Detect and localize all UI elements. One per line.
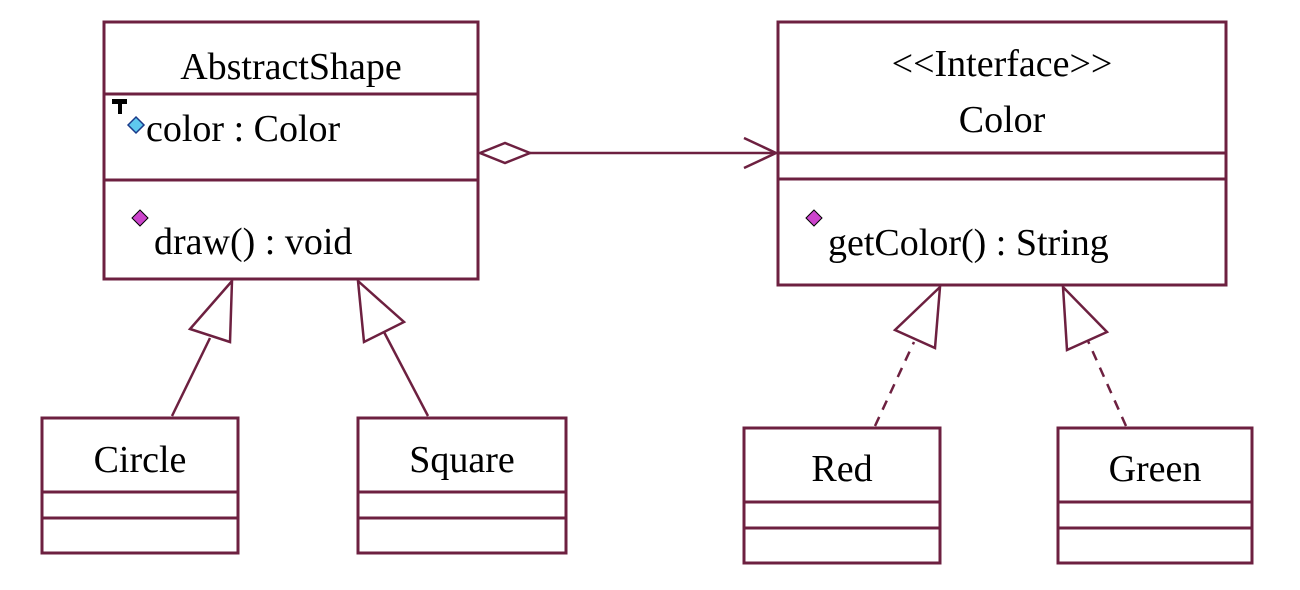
class-box xyxy=(742,426,942,565)
realization-line xyxy=(873,341,916,427)
class-box xyxy=(1056,426,1254,565)
class-box xyxy=(356,416,568,555)
navigability-arrowhead xyxy=(743,136,779,170)
realization-red[interactable] xyxy=(873,283,942,427)
operation-text: getColor() : String xyxy=(828,222,1109,264)
protected-attribute-icon xyxy=(112,99,146,135)
class-circle[interactable]: Circle xyxy=(40,416,240,555)
class-name: Square xyxy=(409,439,515,481)
class-green[interactable]: Green xyxy=(1056,426,1254,565)
generalization-arrowhead xyxy=(356,277,407,344)
attribute-text: color : Color xyxy=(146,108,341,150)
aggregation-association[interactable] xyxy=(476,136,779,170)
class-square[interactable]: Square xyxy=(356,416,568,555)
realization-arrowhead xyxy=(1061,283,1110,352)
generalization-circle[interactable] xyxy=(170,277,234,417)
class-red[interactable]: Red xyxy=(742,426,942,565)
class-abstract-shape[interactable]: AbstractShape color : Color draw() : voi… xyxy=(102,20,480,281)
class-name: Green xyxy=(1109,448,1202,490)
class-name: Color xyxy=(959,99,1046,141)
generalization-arrowhead xyxy=(187,277,234,344)
class-name: Circle xyxy=(94,439,187,481)
class-name: Red xyxy=(811,448,872,490)
realization-arrowhead xyxy=(892,283,942,350)
realization-line xyxy=(1086,340,1128,427)
class-stereotype: <<Interface>> xyxy=(892,43,1113,85)
class-name: AbstractShape xyxy=(180,46,402,88)
generalization-line xyxy=(170,337,212,417)
class-box xyxy=(102,20,480,281)
class-color-interface[interactable]: <<Interface>> Color getColor() : String xyxy=(776,20,1228,287)
public-operation-icon xyxy=(131,209,149,227)
aggregation-diamond xyxy=(476,141,534,165)
realization-green[interactable] xyxy=(1061,283,1128,427)
operation-text: draw() : void xyxy=(154,221,352,263)
class-box xyxy=(40,416,240,555)
generalization-line xyxy=(382,331,430,417)
public-operation-icon xyxy=(805,209,823,227)
generalization-square[interactable] xyxy=(356,277,430,417)
